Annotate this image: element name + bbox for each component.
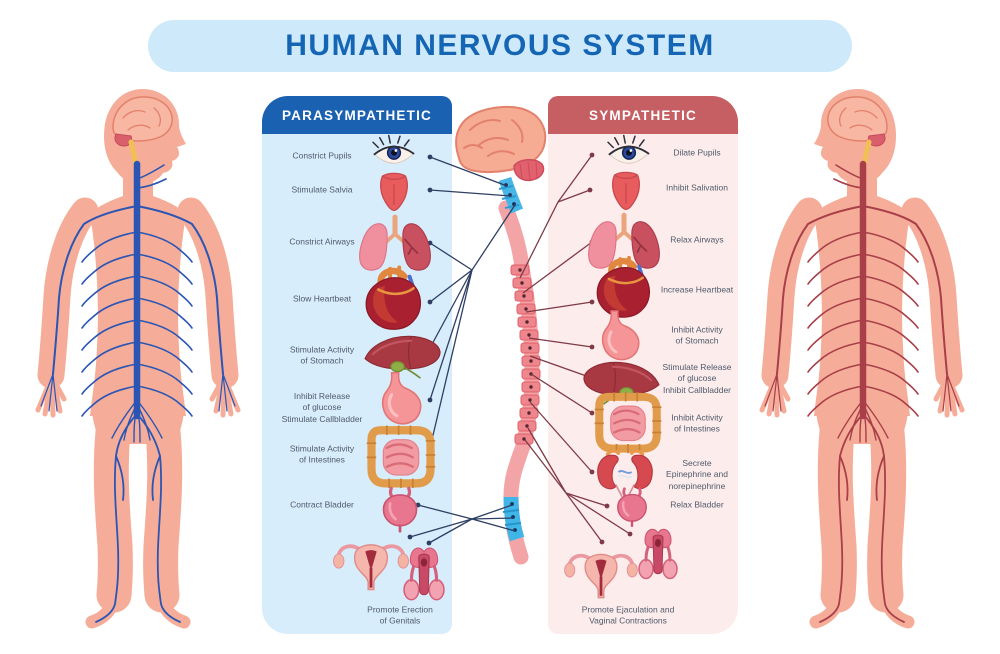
parasympathetic-effect-label: Slow Heartbeat [292, 293, 352, 304]
sympathetic-header: SYMPATHETIC [548, 96, 738, 134]
right-body-figure [762, 89, 962, 622]
sympathetic-effect-label: Secrete Epinephrine and norepinephrine [666, 457, 728, 491]
sympathetic-effect-label: Inhibit Activity of Stomach [671, 324, 723, 346]
sympathetic-effect-label: Inhibit Salivation [666, 182, 728, 193]
page-title: HUMAN NERVOUS SYSTEM [285, 29, 715, 62]
parasympathetic-effect-label: Constrict Pupils [292, 150, 352, 161]
left-body-figure [38, 89, 238, 622]
central-brain-spinal-cord [455, 106, 547, 565]
parasympathetic-effect-label: Stimulate Salvia [291, 184, 353, 195]
parasympathetic-effect-label: Inhibit Release of glucose Stimulate Cal… [281, 390, 363, 424]
sympathetic-effect-label: Stimulate Release of glucose Inhibit Cal… [662, 361, 732, 395]
sympathetic-effect-label: Relax Airways [670, 234, 724, 245]
sympathetic-effect-label: Dilate Pupils [673, 147, 721, 158]
sympathetic-effect-label: Promote Ejaculation and Vaginal Contract… [581, 604, 675, 626]
parasympathetic-effect-label: Stimulate Activity of Intestines [289, 443, 355, 465]
parasympathetic-effect-label: Promote Erection of Genitals [367, 604, 433, 626]
parasympathetic-header: PARASYMPATHETIC [262, 96, 452, 134]
parasympathetic-effect-label: Contract Bladder [290, 499, 354, 510]
sympathetic-effect-label: Inhibit Activity of Intestines [671, 412, 723, 434]
parasympathetic-effect-label: Stimulate Activity of Stomach [289, 344, 355, 366]
title-banner: HUMAN NERVOUS SYSTEM [148, 20, 852, 72]
parasympathetic-effect-label: Constrict Airways [289, 236, 355, 247]
sympathetic-effect-label: Relax Bladder [670, 499, 724, 510]
sympathetic-effect-label: Increase Heartbeat [660, 284, 734, 295]
center-brain-icon [455, 106, 547, 182]
